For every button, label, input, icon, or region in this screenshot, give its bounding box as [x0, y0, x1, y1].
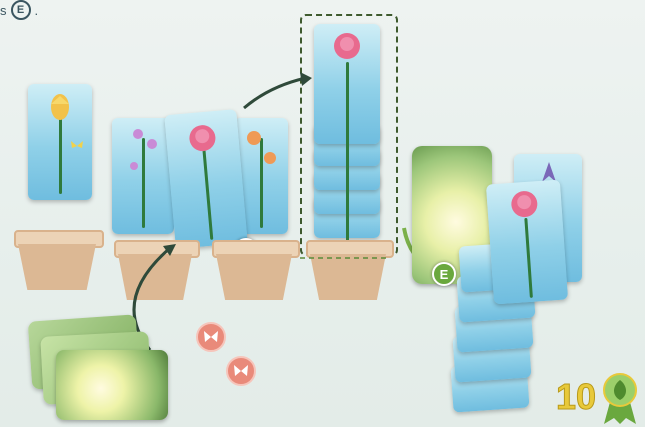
move-arrow — [244, 78, 306, 108]
rose-stack-top[interactable] — [486, 180, 568, 305]
butterfly-icon — [203, 330, 219, 344]
marker-e: E — [432, 262, 456, 286]
butterfly-icon — [233, 364, 249, 378]
rose-stack-stem — [524, 218, 533, 298]
leaf-ribbon-icon — [600, 372, 640, 426]
arrow-head — [300, 72, 312, 86]
rose-icon — [507, 187, 541, 223]
score-value: 10 — [556, 376, 596, 418]
butterfly-token-2[interactable] — [226, 356, 256, 386]
butterfly-token-1[interactable] — [196, 322, 226, 352]
draw-deck-top[interactable] — [56, 350, 168, 420]
